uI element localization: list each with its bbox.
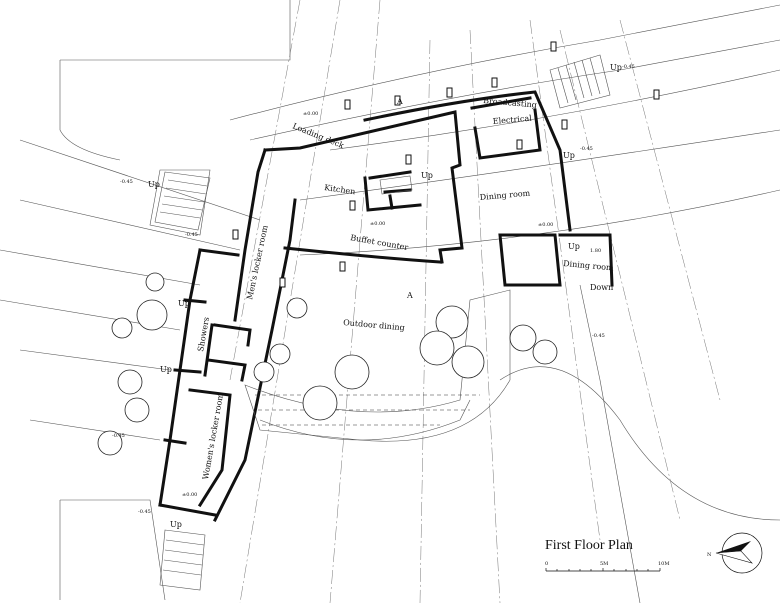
level-mark: ±0.00 bbox=[370, 221, 385, 227]
label-buffet-counter: Buffet counter bbox=[350, 233, 409, 252]
stair-up-label: Up bbox=[170, 520, 182, 529]
tree bbox=[117, 369, 143, 395]
scale-label-start: 0 bbox=[545, 561, 548, 567]
level-marks: ±0.00 ±0.00 ±0.00 ±0.00 -0.45 -0.45 -0.4… bbox=[112, 64, 635, 515]
stair-up-label: Up bbox=[610, 63, 622, 72]
level-mark: -0.45 bbox=[185, 232, 198, 238]
level-mark: ±0.00 bbox=[538, 222, 553, 228]
stair-labels: Up Up Up Up Up Up Up Up Down bbox=[148, 63, 622, 529]
stair-up-label: Up bbox=[568, 242, 580, 251]
drawing-title: First Floor Plan bbox=[545, 538, 633, 553]
scale-bar bbox=[545, 568, 661, 572]
tree bbox=[269, 343, 291, 365]
level-mark: -0.45 bbox=[580, 146, 593, 152]
section-mark: A bbox=[406, 291, 413, 300]
level-mark: -0.45 bbox=[622, 64, 635, 70]
stair-up-label: Up bbox=[148, 180, 160, 189]
tree bbox=[111, 317, 133, 339]
tree bbox=[286, 297, 308, 319]
scale-label-mid: 5M bbox=[600, 561, 608, 567]
level-mark: -0.45 bbox=[112, 433, 125, 439]
tree bbox=[136, 299, 168, 331]
tree bbox=[419, 330, 455, 366]
title-block: First Floor Plan 0 5M 10M N bbox=[545, 532, 763, 574]
tree bbox=[145, 272, 165, 292]
stairs bbox=[154, 54, 611, 591]
label-kitchen: Kitchen bbox=[324, 183, 356, 196]
label-electrical: Electrical bbox=[492, 114, 532, 126]
tree bbox=[451, 345, 485, 379]
columns bbox=[232, 41, 660, 288]
level-mark: 1.80 bbox=[590, 248, 601, 254]
section-mark: A bbox=[396, 97, 403, 106]
trees bbox=[97, 272, 558, 456]
stair-down-label: Down bbox=[590, 283, 613, 292]
tree bbox=[435, 305, 469, 339]
north-arrow-icon bbox=[715, 532, 763, 574]
tree bbox=[97, 430, 123, 456]
stair-up-label: Up bbox=[563, 151, 575, 160]
scale-label-end: 10M bbox=[658, 561, 669, 567]
label-loading-deck: Loading deck bbox=[291, 122, 345, 151]
level-mark: ±0.00 bbox=[303, 111, 318, 117]
tree bbox=[509, 324, 537, 352]
tree bbox=[253, 361, 275, 383]
room-labels: Loading deck Broadcasting Electrical Kit… bbox=[196, 96, 614, 480]
stair-up-label: Up bbox=[178, 299, 190, 308]
tree bbox=[532, 339, 558, 365]
label-dining-room: Dining room bbox=[479, 189, 531, 202]
level-mark: -0.45 bbox=[120, 179, 133, 185]
structural-grid bbox=[229, 0, 721, 603]
walls bbox=[158, 90, 614, 523]
level-mark: -0.45 bbox=[592, 333, 605, 339]
level-mark: -0.45 bbox=[138, 509, 151, 515]
tree bbox=[124, 397, 150, 423]
stair-up-label: Up bbox=[160, 365, 172, 374]
tree bbox=[334, 354, 370, 390]
label-outdoor-dining: Outdoor dining bbox=[343, 318, 405, 332]
tree bbox=[302, 385, 338, 421]
label-dining-room-small: Dining room bbox=[563, 259, 615, 272]
level-mark: ±0.00 bbox=[182, 492, 197, 498]
stair-up-label: Up bbox=[421, 171, 433, 180]
north-label: N bbox=[707, 552, 712, 558]
